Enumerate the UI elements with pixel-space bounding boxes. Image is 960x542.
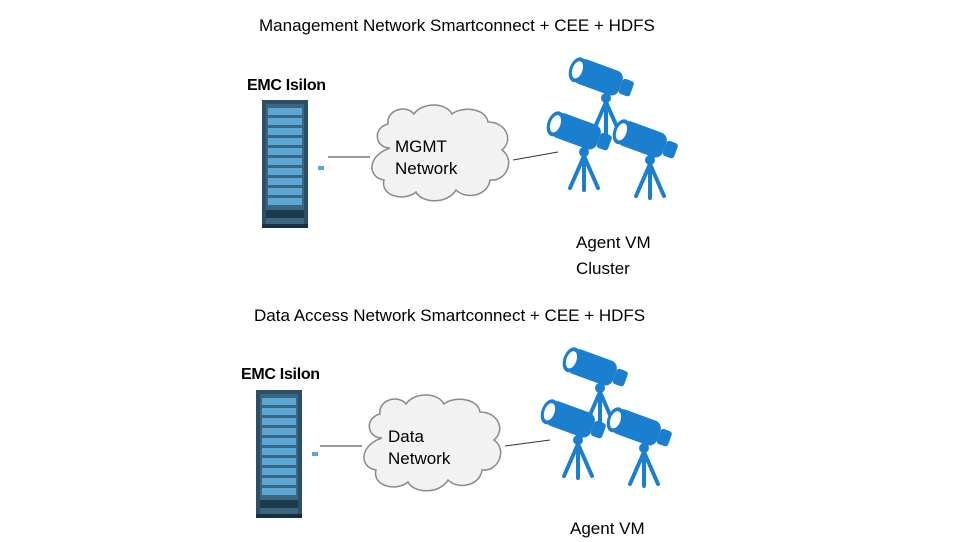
bottom-port-icon (312, 452, 318, 456)
top-storage-label: EMC Isilon (247, 77, 326, 94)
bottom-cloud-label: Data Network (388, 426, 450, 470)
bottom-cluster-label-line1: Agent VM (570, 519, 645, 538)
bottom-telescope-icon-3 (601, 402, 677, 488)
top-cloud-label: MGMT Network (395, 136, 457, 180)
top-telescope-icon-3 (607, 114, 683, 200)
bottom-diagram-title: Data Access Network Smartconnect + CEE +… (254, 306, 646, 325)
top-port-icon (318, 166, 324, 170)
bottom-cloud-label-line2: Network (388, 449, 451, 468)
top-cluster-label-line1: Agent VM (576, 233, 651, 252)
bottom-cloud-to-cluster-link (504, 439, 551, 447)
top-cloud-to-cluster-link (512, 151, 559, 161)
top-cloud-label-line1: MGMT (395, 137, 447, 156)
top-cluster-label-line2: Cluster (576, 259, 630, 278)
top-server-rack-icon (262, 100, 308, 228)
top-telescope-icon-2 (541, 106, 617, 192)
bottom-cluster-label: Agent VM (570, 516, 645, 542)
top-cluster-label: Agent VM Cluster (576, 230, 651, 282)
bottom-cloud-label-line1: Data (388, 427, 424, 446)
bottom-server-rack-icon (256, 390, 302, 518)
bottom-telescope-icon-2 (535, 394, 611, 480)
top-diagram-title: Management Network Smartconnect + CEE + … (259, 16, 655, 35)
bottom-storage-label: EMC Isilon (241, 366, 320, 383)
top-cloud-label-line2: Network (395, 159, 458, 178)
